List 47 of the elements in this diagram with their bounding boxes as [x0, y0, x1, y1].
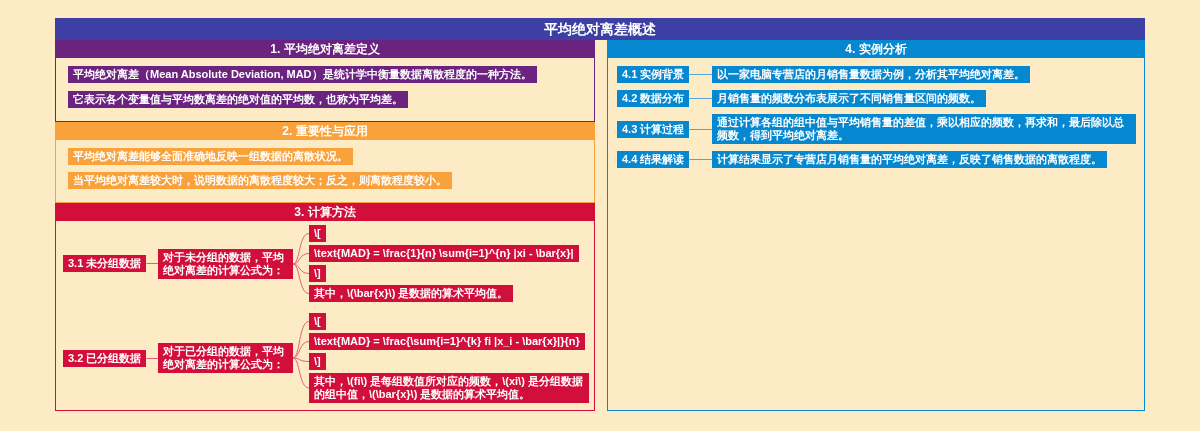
section-panel [55, 203, 595, 411]
connector-line [292, 357, 310, 389]
section-panel [55, 40, 595, 122]
connector-line [292, 357, 310, 362]
topic-box: 4.3 计算过程 [617, 121, 690, 138]
topic-box: 对于未分组的数据，平均绝对离差的计算公式为： [158, 249, 293, 279]
item-box: \[ [309, 313, 326, 330]
connector-line [292, 263, 310, 294]
item-box: 平均绝对离差能够全面准确地反映一组数据的离散状况。 [68, 148, 353, 165]
connector-line [292, 253, 310, 265]
topic-box: 3.2 已分组数据 [63, 350, 147, 367]
section-title: 1. 平均绝对离差定义 [270, 41, 380, 58]
topic-box: 3.1 未分组数据 [63, 255, 147, 272]
item-box: 其中，\(fi\) 是每组数值所对应的频数，\(xi\) 是分组数据的组中值，\(\bar{x}\) 是数据的算术平均值。 [309, 373, 589, 403]
connector-line [688, 129, 713, 130]
connector-line [292, 341, 310, 359]
item-box: 当平均绝对离差较大时，说明数据的离散程度较大；反之，则离散程度较小。 [68, 172, 452, 189]
topic-box: 4.4 结果解读 [617, 151, 690, 168]
item-box: \[ [309, 225, 326, 242]
item-box: \text{MAD} = \frac{\sum{i=1}^{k} fi |x_i - \bar{x}|}{n} [309, 333, 585, 350]
section-title: 4. 实例分析 [845, 41, 907, 58]
section-panel [55, 122, 595, 203]
connector-line [145, 263, 159, 264]
section-panel [607, 40, 1145, 411]
connector-line [292, 233, 310, 265]
connector-line [292, 263, 310, 274]
connector-line [145, 358, 159, 359]
title-bar: 平均绝对离差概述 [55, 18, 1145, 40]
section-title: 2. 重要性与应用 [282, 123, 368, 140]
connector-line [688, 159, 713, 160]
section-title: 3. 计算方法 [294, 204, 356, 221]
connector-line [292, 321, 310, 359]
item-box: 它表示各个变量值与平均数离差的绝对值的平均数，也称为平均差。 [68, 91, 408, 108]
item-box: \] [309, 265, 326, 282]
item-box: \text{MAD} = \frac{1}{n} \sum{i=1}^{n} |xi - \bar{x}| [309, 245, 579, 262]
item-box: 其中，\(\bar{x}\) 是数据的算术平均值。 [309, 285, 514, 302]
topic-box: 对于已分组的数据，平均绝对离差的计算公式为： [158, 343, 293, 373]
topic-box: 4.1 实例背景 [617, 66, 690, 83]
item-box: 以一家电脑专营店的月销售量数据为例，分析其平均绝对离差。 [712, 66, 1030, 83]
item-box: 平均绝对离差（Mean Absolute Deviation, MAD）是统计学中衡量数据离散程度的一种方法。 [68, 66, 537, 83]
topic-box: 4.2 数据分布 [617, 90, 690, 107]
connector-line [688, 74, 713, 75]
connector-line [688, 98, 713, 99]
item-box: 通过计算各组的组中值与平均销售量的差值，乘以相应的频数，再求和，最后除以总频数，得到平均绝对离差。 [712, 114, 1136, 144]
item-box: 月销售量的频数分布表展示了不同销售量区间的频数。 [712, 90, 986, 107]
item-box: \] [309, 353, 326, 370]
item-box: 计算结果显示了专营店月销售量的平均绝对离差，反映了销售数据的离散程度。 [712, 151, 1107, 168]
